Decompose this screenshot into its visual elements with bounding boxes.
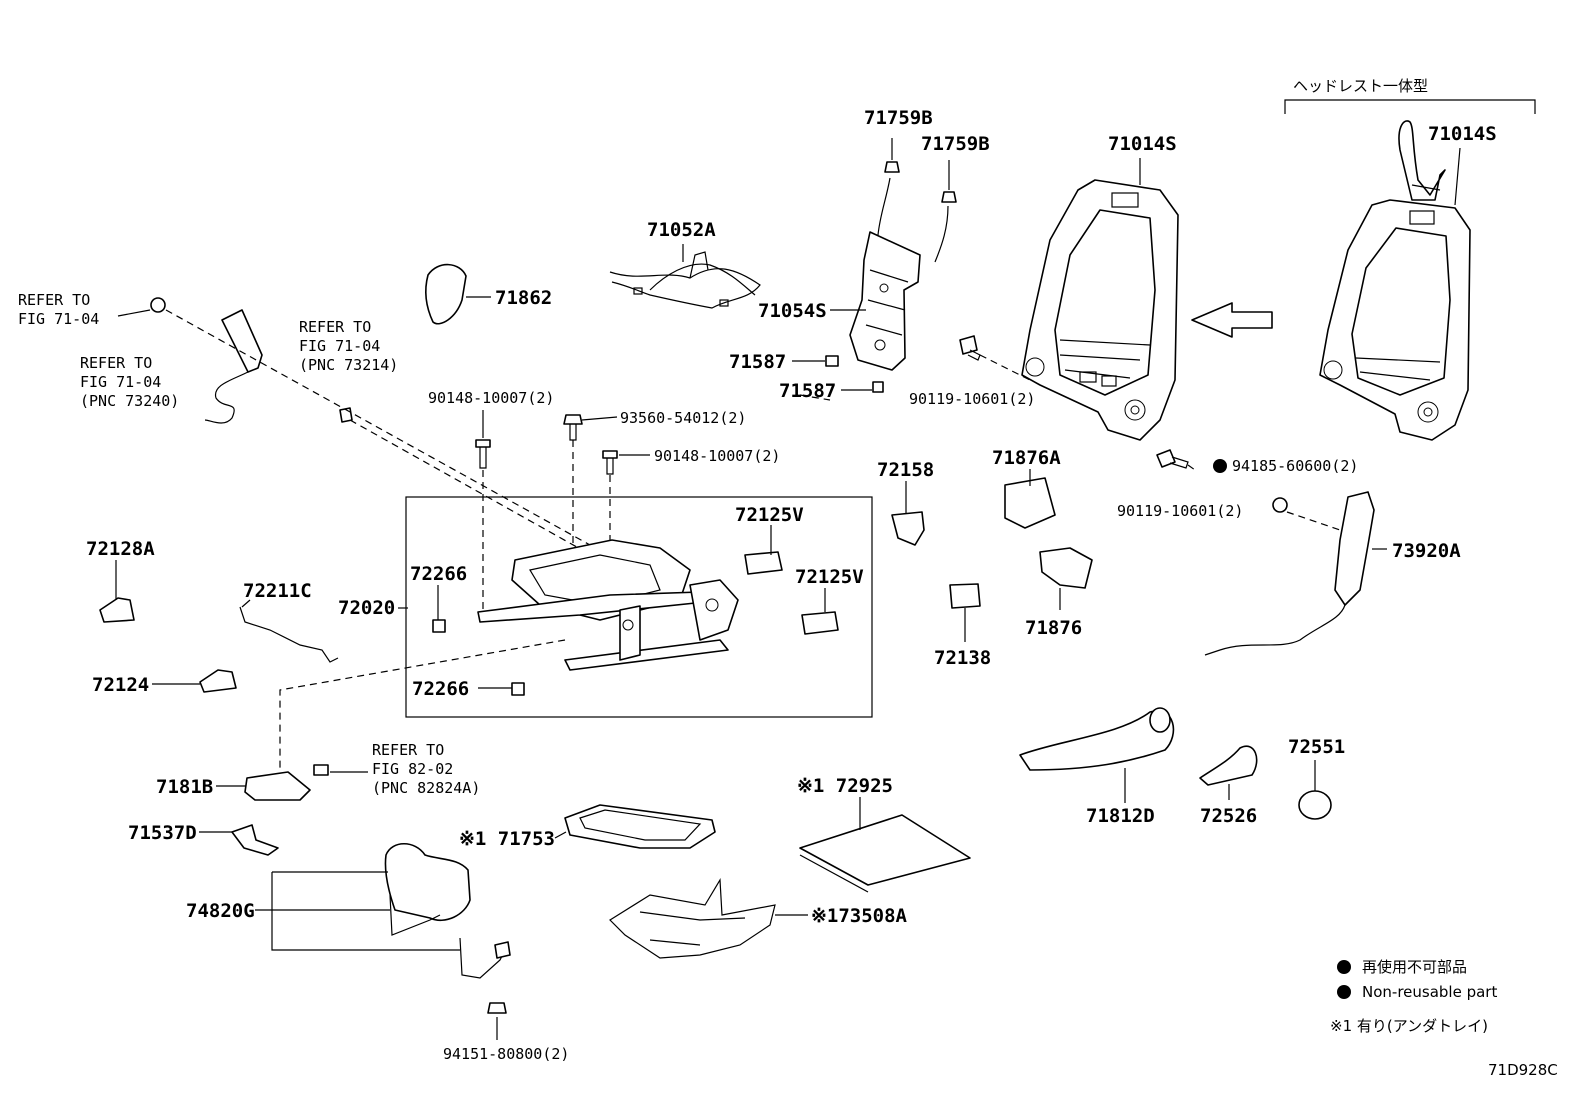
label-72128A: 72128A: [86, 538, 155, 560]
module-72138: [949, 583, 981, 609]
ref-note-4-line-2: FIG 82-02: [372, 760, 453, 778]
ref-note-4-line-3: (PNC 82824A): [372, 779, 480, 797]
label-72266-a: 72266: [410, 563, 467, 585]
bolt-93560: [563, 414, 583, 441]
label-71587-a: 71587: [729, 351, 786, 373]
ref-note-1-line-2: FIG 71-04: [18, 310, 99, 328]
wire-harness-71052A: [609, 251, 761, 309]
label-71759B-b: 71759B: [921, 133, 990, 155]
label-71054S: 71054S: [758, 300, 827, 322]
label-72125V-b: 72125V: [795, 566, 864, 588]
cap-72551: [1298, 790, 1332, 820]
label-71862: 71862: [495, 287, 552, 309]
legend-nonreusable-en: Non-reusable part: [1362, 983, 1497, 1001]
cover-71862: [424, 263, 467, 325]
bracket-7181B: [244, 764, 329, 801]
label-72551: 72551: [1288, 736, 1345, 758]
tray-71753: [564, 804, 716, 849]
cover-72124: [199, 669, 237, 693]
ref-note-2-line-3: (PNC 73240): [80, 392, 179, 410]
bolt-90119-a: [959, 335, 981, 361]
label-90119-a: 90119-10601(2): [909, 390, 1035, 408]
ref-note-4-line-1: REFER TO: [372, 741, 444, 759]
label-71014S-b: 71014S: [1428, 123, 1497, 145]
label-72158: 72158: [877, 459, 934, 481]
label-71014S-a: 71014S: [1108, 133, 1177, 155]
bracket-71054S: [849, 177, 949, 371]
label-71537D: 71537D: [128, 822, 197, 844]
label-72124: 72124: [92, 674, 149, 696]
bolt-90148-a: [475, 439, 491, 469]
label-72125V-a: 72125V: [735, 504, 804, 526]
legend: 再使用不可部品 Non-reusable part ※1 有り(アンダトレイ): [1330, 958, 1497, 1035]
bracket-71876A: [1004, 477, 1056, 529]
shield-71812D: [1019, 710, 1175, 771]
airbag-73920A: [1204, 491, 1375, 656]
label-94151: 94151-80800(2): [443, 1045, 569, 1063]
cover-72128A: [99, 597, 135, 623]
wire-frame-73508A: [609, 878, 776, 959]
headrest-variant-bracket: ヘッドレスト一体型: [1284, 77, 1536, 114]
nut-94185: [1272, 497, 1288, 513]
legend-underline-tray: ※1 有り(アンダトレイ): [1330, 1017, 1488, 1035]
label-73508A: ※173508A: [811, 905, 908, 927]
clip-71587: [825, 355, 884, 393]
bolt-90148-b: [602, 450, 618, 475]
switch-72125V: [744, 551, 839, 635]
label-93560: 93560-54012(2): [620, 409, 746, 427]
variant-arrow: [1191, 302, 1273, 338]
label-71587-b: 71587: [779, 380, 836, 402]
label-71052A: 71052A: [647, 219, 716, 241]
reference-notes: REFER TO FIG 71-04 REFER TO FIG 71-04 (P…: [18, 291, 480, 797]
bracket-71876: [1039, 547, 1093, 589]
label-71753: ※1 71753: [459, 828, 555, 850]
ref-note-2-line-1: REFER TO: [80, 354, 152, 372]
label-71812D: 71812D: [1086, 805, 1155, 827]
ref-note-3-line-1: REFER TO: [299, 318, 371, 336]
seat-adjuster-72020: [477, 539, 739, 671]
ref-note-2-line-2: FIG 71-04: [80, 373, 161, 391]
label-94185: 94185-60600(2): [1232, 457, 1358, 475]
clip-72266: [432, 619, 525, 696]
ref-note-3-line-3: (PNC 73214): [299, 356, 398, 374]
knob-72526: [1199, 745, 1258, 786]
legend-dot-en: [1337, 985, 1351, 999]
label-74820G: 74820G: [186, 900, 255, 922]
label-72266-b: 72266: [412, 678, 469, 700]
figure-code: 71D928C: [1488, 1061, 1558, 1079]
legend-nonreusable-jp: 再使用不可部品: [1362, 958, 1467, 976]
ref-note-3-line-2: FIG 71-04: [299, 337, 380, 355]
label-72925: ※1 72925: [797, 775, 893, 797]
callout-labels: 71759B 71759B 71014S 71014S 71052A 71862…: [86, 107, 1497, 1063]
legend-dot-jp: [1337, 960, 1351, 974]
label-72211C: 72211C: [243, 580, 312, 602]
nonreusable-dot-94185: [1213, 459, 1227, 473]
label-72138: 72138: [934, 647, 991, 669]
label-72020: 72020: [338, 597, 395, 619]
label-71876: 71876: [1025, 617, 1082, 639]
leader-lines: [115, 138, 1461, 1040]
lumbar-support-74820G: [271, 842, 511, 1014]
seat-adjuster-box: [405, 496, 873, 718]
shield-hole: [1149, 707, 1171, 733]
clip-71759B: [884, 161, 957, 203]
label-90148-a: 90148-10007(2): [428, 389, 554, 407]
bolt-90119-b: [1156, 449, 1189, 469]
label-90119-b: 90119-10601(2): [1117, 502, 1243, 520]
label-7181B: 7181B: [156, 776, 213, 798]
ref-note-1-line-1: REFER TO: [18, 291, 90, 309]
label-72526: 72526: [1200, 805, 1257, 827]
seat-back-frame-headrest-71014S: [1319, 120, 1471, 441]
cover-71537D: [231, 824, 279, 856]
sheet-72925: [799, 814, 971, 893]
label-90148-b: 90148-10007(2): [654, 447, 780, 465]
label-71759B-a: 71759B: [864, 107, 933, 129]
seat-back-frame-71014S: [1021, 179, 1179, 441]
cable-72211C: [239, 606, 339, 663]
label-73920A: 73920A: [1392, 540, 1461, 562]
headrest-variant-label: ヘッドレスト一体型: [1293, 77, 1428, 95]
cover-72158: [891, 511, 925, 546]
label-71876A: 71876A: [992, 447, 1061, 469]
